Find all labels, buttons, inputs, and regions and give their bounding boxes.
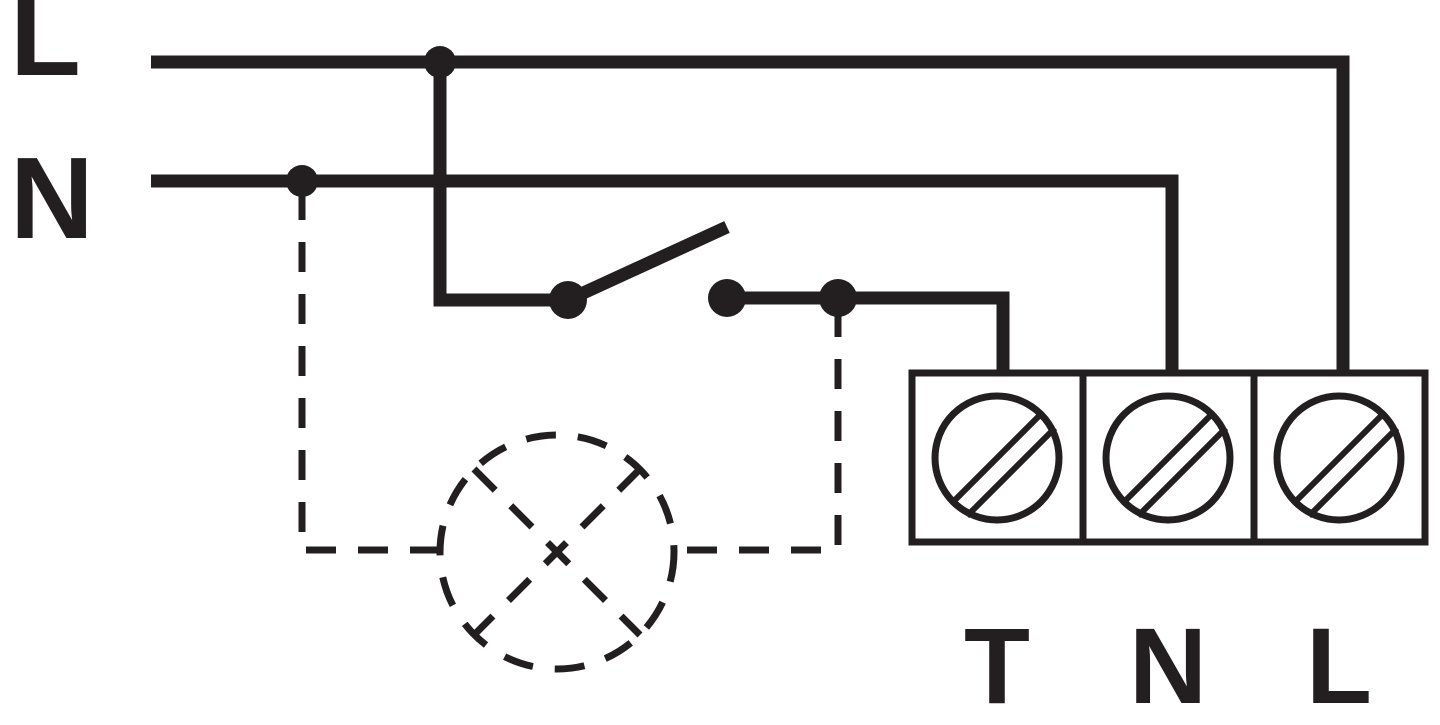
terminal-label-l: L — [1306, 605, 1372, 725]
junction-dot-neutral-tap — [286, 165, 318, 197]
supply-label-live: L — [10, 0, 81, 100]
screw-slot-t-edge-b — [964, 425, 1058, 519]
wire-live-tap-to-switch — [433, 62, 568, 307]
screw-slot-n-edge-a — [1121, 411, 1215, 505]
lamp-cross-stroke-b — [471, 466, 643, 638]
junction-dot-switch-pivot — [549, 281, 587, 319]
terminal-label-n: N — [1129, 605, 1207, 725]
switch-blade[interactable] — [565, 221, 730, 306]
wire-switch-output-to-terminal — [727, 291, 1010, 373]
wire-lamp-switched-leg-dashed — [675, 307, 842, 554]
junction-dot-live-tap — [424, 46, 456, 78]
screw-slot-l-edge-a — [1292, 411, 1386, 505]
terminal-block-l[interactable] — [1250, 369, 1429, 546]
wire-neutral-rail — [151, 174, 1179, 373]
screw-slot-t-edge-a — [950, 411, 1044, 505]
terminal-block-t[interactable] — [908, 369, 1087, 546]
lamp-icon — [436, 431, 678, 673]
supply-label-neutral: N — [10, 133, 94, 263]
terminal-block-n[interactable] — [1079, 369, 1258, 546]
screw-slot-l-edge-b — [1306, 425, 1400, 519]
terminal-label-t: T — [964, 605, 1030, 725]
junction-dot-switch-contact — [708, 279, 746, 317]
wire-lamp-neutral-leg-dashed — [298, 190, 440, 554]
screw-slot-n-edge-b — [1135, 425, 1229, 519]
lamp-circle-outline — [436, 431, 678, 673]
wire-live-rail — [151, 55, 1350, 373]
junction-dot-lamp-tap — [819, 279, 857, 317]
